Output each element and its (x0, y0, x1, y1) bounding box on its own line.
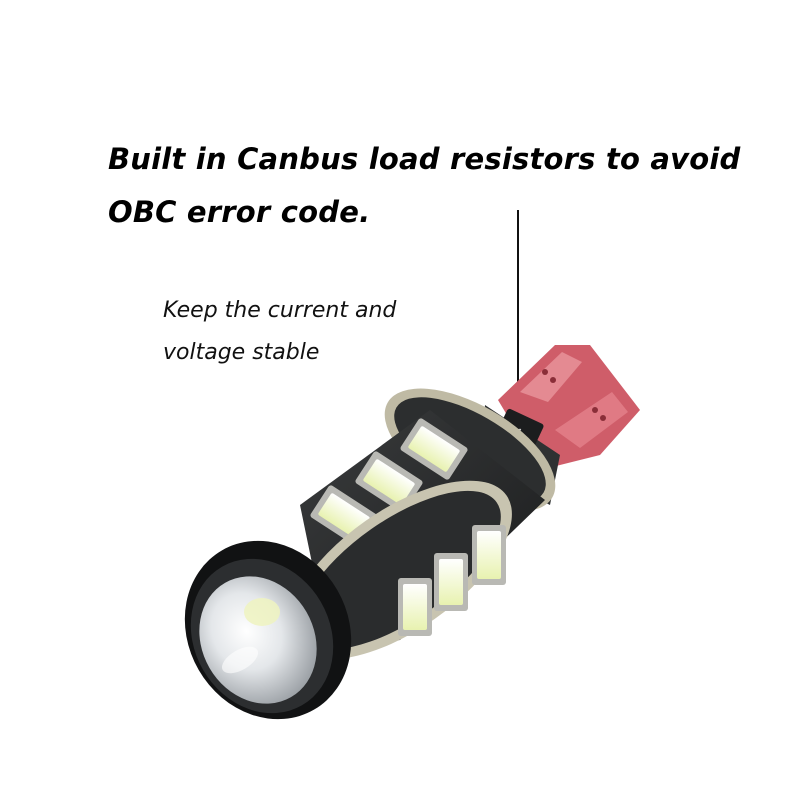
headline-line-2: OBC error code. (108, 195, 371, 229)
headline-line-1: Built in Canbus load resistors to avoid (108, 142, 741, 176)
projector-lens (184, 540, 352, 720)
subtext-line-1: Keep the current and (163, 298, 397, 323)
subtext-line-2: voltage stable (163, 340, 320, 365)
callout-line (517, 210, 519, 425)
led-row-lower (398, 525, 506, 636)
